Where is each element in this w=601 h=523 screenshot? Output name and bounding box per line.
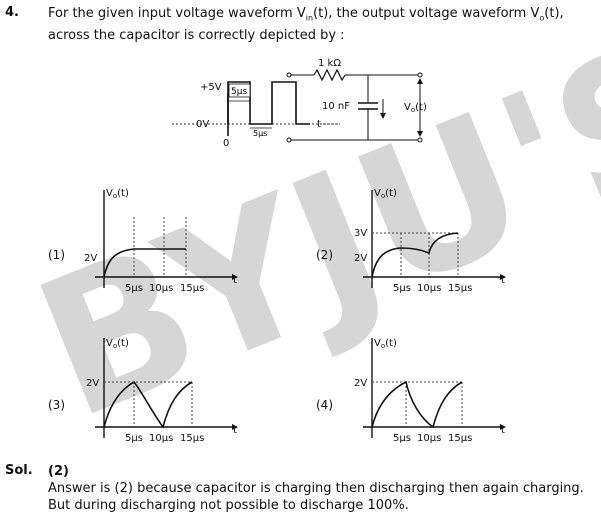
option-1-tick-15: 15μs — [180, 283, 204, 294]
pulse-width-box — [228, 83, 251, 98]
vo-subscript: o — [539, 13, 545, 23]
solution-label: Sol. — [5, 463, 33, 478]
option-4-level-2v: 2V — [354, 378, 367, 389]
option-2-level-3v: 3V — [354, 228, 367, 239]
option-4[interactable]: (4) t Vo(t) 2V 5μs 10μs 15μs — [316, 338, 506, 444]
option-3-label: (3) — [48, 398, 65, 412]
option-1-y-label: Vo(t) — [106, 188, 129, 200]
option-4-label: (4) — [316, 398, 333, 412]
option-2-label: (2) — [316, 248, 333, 262]
resistor-symbol — [313, 68, 346, 82]
output-arrowhead-bottom — [417, 131, 423, 137]
option-2[interactable]: (2) t Vo(t) 3V 2V 5μs 10μs 15μs — [316, 188, 506, 294]
option-3-x-label: t — [233, 425, 237, 436]
vin-subscript: in — [305, 13, 314, 23]
option-1-level-2v: 2V — [84, 253, 97, 264]
option-2-tick-5: 5μs — [393, 283, 411, 294]
option-4-x-label: t — [501, 425, 505, 436]
option-1-x-label: t — [233, 275, 237, 286]
question-number: 4. — [5, 5, 19, 20]
option-3[interactable]: (3) t Vo(t) 2V 5μs 10μs 15μs — [48, 338, 238, 444]
input-pulse-train — [227, 81, 310, 125]
solution-explanation: Answer is (2) because capacitor is charg… — [48, 481, 584, 513]
option-3-tick-10: 10μs — [149, 433, 173, 444]
option-3-waveform — [103, 380, 193, 429]
option-4-x-arrow — [500, 424, 506, 430]
question-text-part2: (t), the output voltage waveform V — [313, 6, 540, 21]
output-voltage-label: Vo(t) — [404, 102, 427, 114]
input-low-label: 0V — [196, 119, 209, 130]
pulse-width-label: 5μs — [231, 87, 247, 97]
capacitor-label: 10 nF — [322, 101, 350, 112]
solution-answer: (2) — [48, 464, 69, 479]
option-1-x-arrow — [232, 274, 238, 280]
option-2-x-label: t — [501, 275, 505, 286]
option-3-x-arrow — [232, 424, 238, 430]
option-3-level-2v: 2V — [86, 378, 99, 389]
option-1-waveform — [103, 248, 186, 278]
input-origin-label: 0 — [223, 138, 229, 149]
option-2-y-label: Vo(t) — [374, 188, 397, 200]
option-3-y-label: Vo(t) — [106, 338, 129, 350]
option-2-waveform — [371, 232, 459, 278]
option-3-tick-15: 15μs — [180, 433, 204, 444]
question-text-part3: (t), across the capacitor is correctly d… — [48, 6, 564, 43]
option-2-level-2v: 2V — [354, 253, 367, 264]
input-time-axis-label: t — [317, 119, 321, 130]
output-arrowhead-top — [417, 78, 423, 84]
option-4-waveform — [371, 380, 463, 429]
option-1-tick-5: 5μs — [125, 283, 143, 294]
option-4-tick-10: 10μs — [417, 433, 441, 444]
option-3-tick-5: 5μs — [125, 433, 143, 444]
option-1-tick-10: 10μs — [149, 283, 173, 294]
option-4-tick-5: 5μs — [393, 433, 411, 444]
option-4-tick-15: 15μs — [448, 433, 472, 444]
gap-width-label: 5μs — [253, 129, 267, 138]
option-2-tick-10: 10μs — [417, 283, 441, 294]
question-text: For the given input voltage waveform Vin… — [48, 5, 596, 44]
option-2-x-arrow — [500, 274, 506, 280]
option-2-tick-15: 15μs — [448, 283, 472, 294]
resistor-label: 1 kΩ — [318, 58, 341, 69]
question-text-part1: For the given input voltage waveform V — [48, 6, 306, 21]
current-arrowhead — [380, 113, 386, 119]
input-high-label: +5V — [200, 82, 222, 93]
output-terminal-top — [417, 72, 423, 78]
solution-body: (2) Answer is (2) because capacitor is c… — [48, 463, 593, 514]
option-4-y-label: Vo(t) — [374, 338, 397, 350]
output-terminal-bottom — [417, 137, 423, 143]
option-1[interactable]: (1) t Vo(t) 2V 5μs 10μs 15μs — [48, 188, 238, 294]
option-1-label: (1) — [48, 248, 65, 262]
